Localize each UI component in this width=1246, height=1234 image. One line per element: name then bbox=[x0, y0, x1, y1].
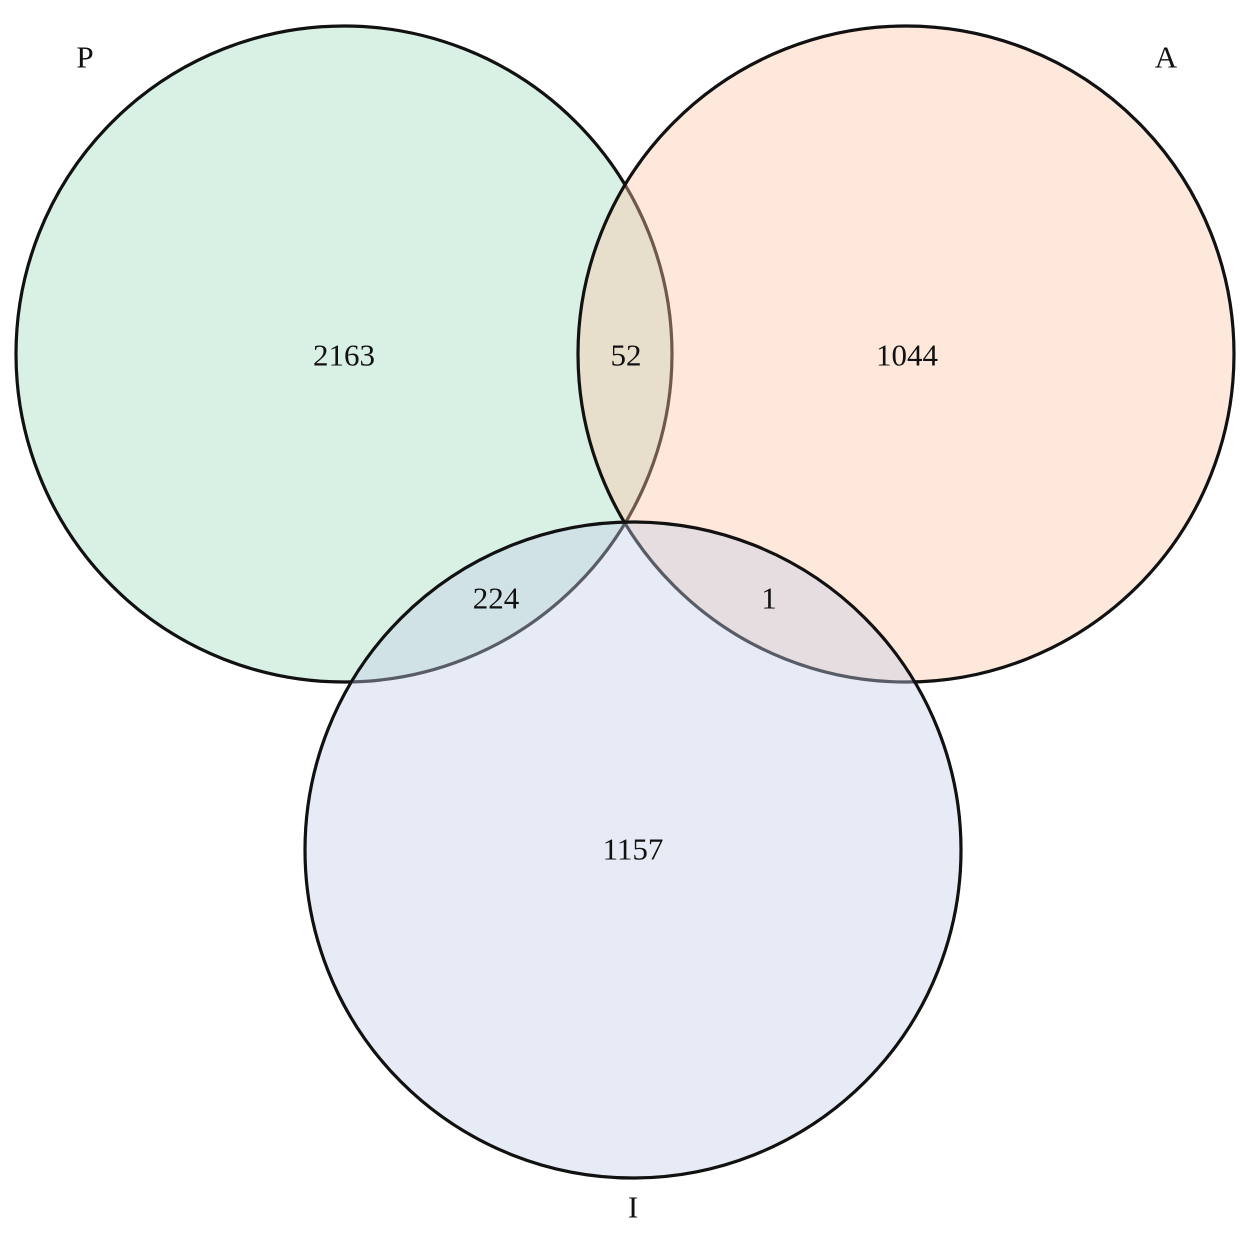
set-a-circle bbox=[576, 24, 1236, 684]
region-p-only-count: 2163 bbox=[313, 338, 375, 373]
region-a-only-count: 1044 bbox=[876, 338, 939, 373]
set-p-label: P bbox=[76, 40, 93, 75]
region-counts: 2163 52 1044 224 1 1157 bbox=[313, 338, 939, 867]
set-a-label: A bbox=[1155, 40, 1178, 75]
set-p-circle bbox=[14, 24, 674, 684]
set-i-circle bbox=[303, 520, 963, 1180]
region-p-a-count: 52 bbox=[611, 338, 642, 373]
region-a-i-count: 1 bbox=[761, 581, 777, 616]
set-circles bbox=[14, 24, 1236, 1180]
set-i-label: I bbox=[628, 1190, 638, 1225]
region-i-only-count: 1157 bbox=[603, 832, 664, 867]
set-labels: P A I bbox=[76, 40, 1177, 1225]
region-p-i-count: 224 bbox=[473, 581, 520, 616]
